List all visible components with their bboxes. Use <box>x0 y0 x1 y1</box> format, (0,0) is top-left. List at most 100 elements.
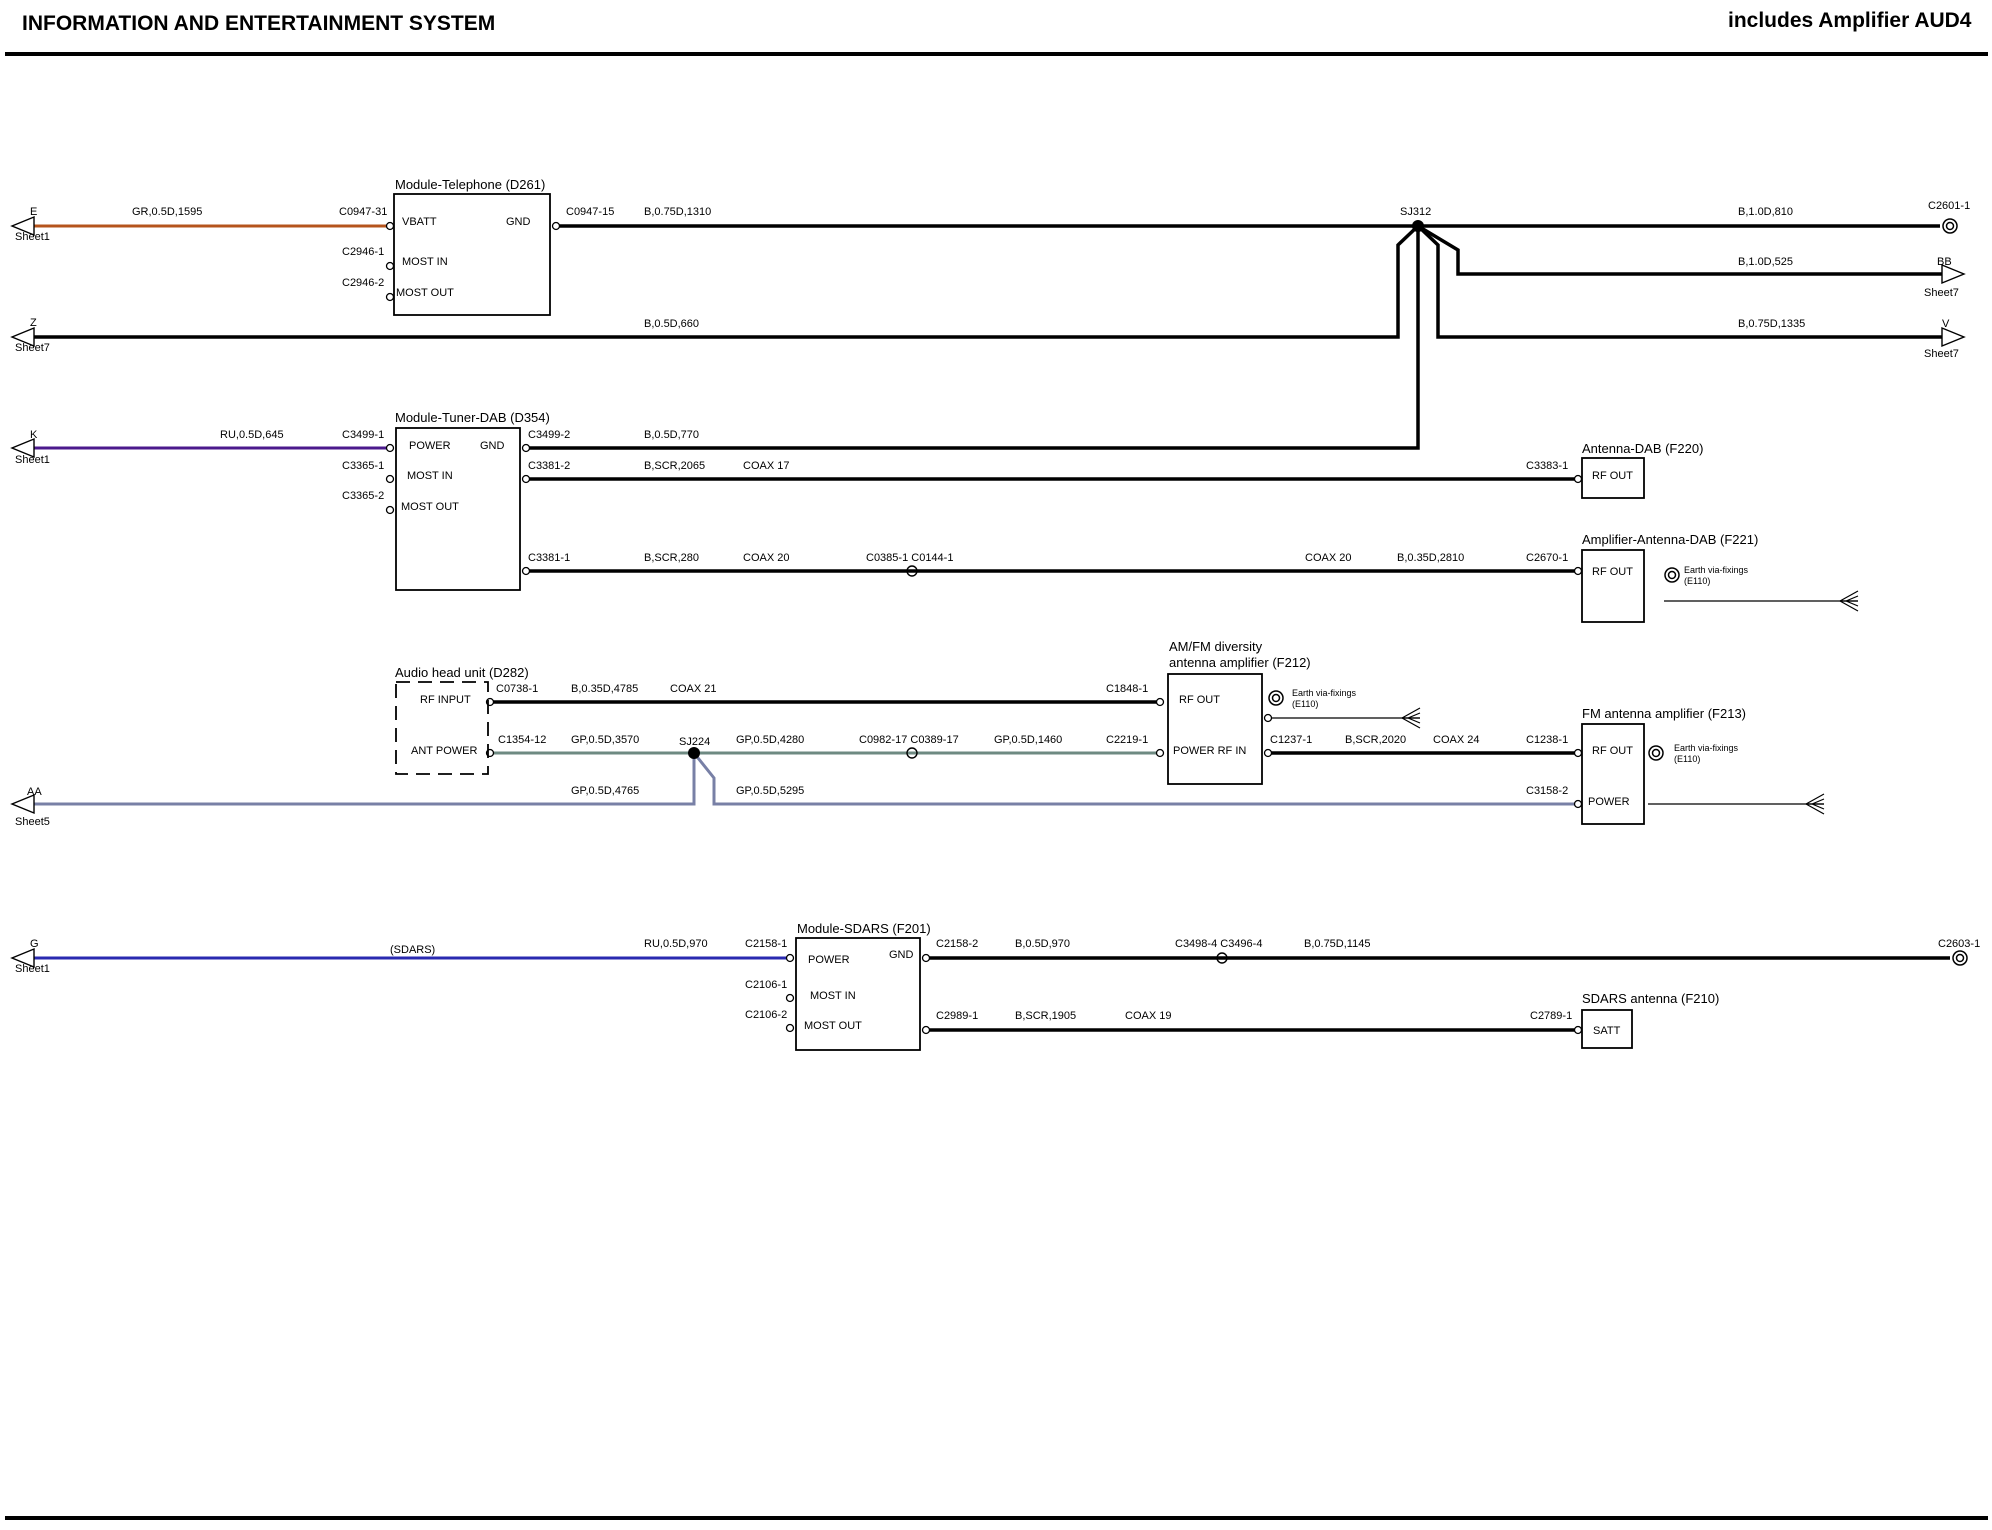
offpage-sheet: Sheet7 <box>1924 348 1959 360</box>
amfm-amplifier-box[interactable] <box>1167 673 1263 785</box>
module-telephone-box[interactable] <box>393 193 551 316</box>
amp-antenna-dab-box[interactable] <box>1581 549 1645 623</box>
offpage-sheet: Sheet1 <box>15 454 50 466</box>
connector-label: C2158-2 <box>936 938 978 950</box>
offpage-letter: BB <box>1937 256 1952 268</box>
splice-sj312-dot[interactable] <box>1412 220 1424 232</box>
connector-label: C3381-2 <box>528 460 570 472</box>
pin-label: MOST IN <box>402 256 448 268</box>
wire-label: GP,0.5D,3570 <box>571 734 639 746</box>
inline-connector-c0385[interactable] <box>906 565 918 577</box>
connector-label: C2158-1 <box>745 938 787 950</box>
wire-label: GR,0.5D,1595 <box>132 206 202 218</box>
pin-label: MOST OUT <box>401 501 459 513</box>
module-sdars-box[interactable] <box>795 937 921 1051</box>
pin-label: GND <box>480 440 505 452</box>
sdars-antenna-box[interactable] <box>1581 1009 1633 1049</box>
connector-label: C0982-17 C0389-17 <box>859 734 959 746</box>
wire-label: B,SCR,280 <box>644 552 699 564</box>
offpage-letter: G <box>30 938 39 950</box>
wire-label: B,SCR,2020 <box>1345 734 1406 746</box>
earth-ring-terminal-icon <box>1952 950 1968 966</box>
wire-gp-5295[interactable] <box>692 752 1578 806</box>
splice-label: SJ224 <box>679 736 710 748</box>
connector-label: C3365-1 <box>342 460 384 472</box>
connector-label: C2946-1 <box>342 246 384 258</box>
pin-label: MOST OUT <box>396 287 454 299</box>
connector-label: C3499-2 <box>528 429 570 441</box>
connector-label: C0385-1 C0144-1 <box>866 552 953 564</box>
offpage-sheet: Sheet7 <box>15 342 50 354</box>
connector-label: C2601-1 <box>1928 200 1970 212</box>
antenna-dab-box[interactable] <box>1581 457 1645 499</box>
module-tuner-dab-box[interactable] <box>395 427 521 591</box>
connector-label: C2106-2 <box>745 1009 787 1021</box>
diagram-title: INFORMATION AND ENTERTAINMENT SYSTEM <box>22 12 495 35</box>
connector-label: C2946-2 <box>342 277 384 289</box>
wire-gp-4765[interactable] <box>24 753 696 806</box>
offpage-arrow-z-icon[interactable] <box>10 326 35 348</box>
component-title: Antenna-DAB (F220) <box>1582 441 1703 456</box>
earth-fixing-icon <box>1401 590 1859 815</box>
diagram-subtitle: includes Amplifier AUD4 <box>1728 9 1972 32</box>
earth-label: Earth via-fixings (E110) <box>1292 688 1356 709</box>
pin-label: RF OUT <box>1592 566 1633 578</box>
offpage-arrow-k-icon[interactable] <box>10 437 35 459</box>
wire-label: B,SCR,2065 <box>644 460 705 472</box>
pin-label: MOST IN <box>810 990 856 1002</box>
wire-b-525[interactable] <box>1417 224 1942 276</box>
inline-connector-c3498[interactable] <box>1216 952 1228 964</box>
connector-label: C3381-1 <box>528 552 570 564</box>
connector-label: C2789-1 <box>1530 1010 1572 1022</box>
offpage-arrow-aa-icon[interactable] <box>10 793 35 815</box>
pin-label: SATT <box>1593 1025 1621 1037</box>
connector-label: C2219-1 <box>1106 734 1148 746</box>
pin-label: ANT POWER <box>411 745 477 757</box>
component-title: Module-Telephone (D261) <box>395 177 545 192</box>
pin-label: GND <box>889 949 914 961</box>
connector-label: C3383-1 <box>1526 460 1568 472</box>
pin-label: RF OUT <box>1592 470 1633 482</box>
wire-label: COAX 21 <box>670 683 716 695</box>
offpage-arrow-e-icon[interactable] <box>10 215 35 237</box>
offpage-arrow-g-icon[interactable] <box>10 947 35 969</box>
wire-b-770[interactable] <box>526 226 1420 450</box>
pin-label: POWER <box>808 954 850 966</box>
component-title: AM/FM diversity <box>1169 639 1263 654</box>
component-title: FM antenna amplifier (F213) <box>1582 706 1746 721</box>
earth-ring-terminal-icon <box>1942 218 1958 234</box>
wire-b-1335[interactable] <box>1416 224 1942 339</box>
wire-label: B,0.75D,1335 <box>1738 318 1805 330</box>
pin-label: VBATT <box>402 216 437 228</box>
connector-label: C3365-2 <box>342 490 384 502</box>
audio-head-unit-box[interactable] <box>395 681 489 775</box>
offpage-letter: V <box>1942 318 1950 330</box>
component-title: Module-SDARS (F201) <box>797 921 931 936</box>
wire-label: COAX 17 <box>743 460 789 472</box>
earth-ring-terminal-icon <box>1648 745 1664 761</box>
component-title: SDARS antenna (F210) <box>1582 991 1719 1006</box>
offpage-arrow-v-icon[interactable] <box>1941 326 1966 348</box>
fm-antenna-amp-box[interactable] <box>1581 723 1645 825</box>
wire-label: COAX 20 <box>1305 552 1351 564</box>
inline-connector-c0982[interactable] <box>906 747 918 759</box>
connector-label: C1238-1 <box>1526 734 1568 746</box>
connector-label: C2989-1 <box>936 1010 978 1022</box>
connector-label: C0738-1 <box>496 683 538 695</box>
pin-label: RF OUT <box>1592 745 1633 757</box>
component-title: Audio head unit (D282) <box>395 665 529 680</box>
earth-label: Earth via-fixings (E110) <box>1674 743 1738 764</box>
wire-label: GP,0.5D,4280 <box>736 734 804 746</box>
connector-label: C2670-1 <box>1526 552 1568 564</box>
connector-label: C2603-1 <box>1938 938 1980 950</box>
offpage-letter: E <box>30 206 37 218</box>
connector-label: C2106-1 <box>745 979 787 991</box>
wire-label: B,0.35D,2810 <box>1397 552 1464 564</box>
offpage-arrow-bb-icon[interactable] <box>1941 263 1966 285</box>
splice-sj224-dot[interactable] <box>688 747 700 759</box>
earth-ring-terminal-icon <box>1664 567 1680 583</box>
connector-label: C3499-1 <box>342 429 384 441</box>
wire-label: GP,0.5D,4765 <box>571 785 639 797</box>
wire-b-660[interactable] <box>24 224 1420 339</box>
